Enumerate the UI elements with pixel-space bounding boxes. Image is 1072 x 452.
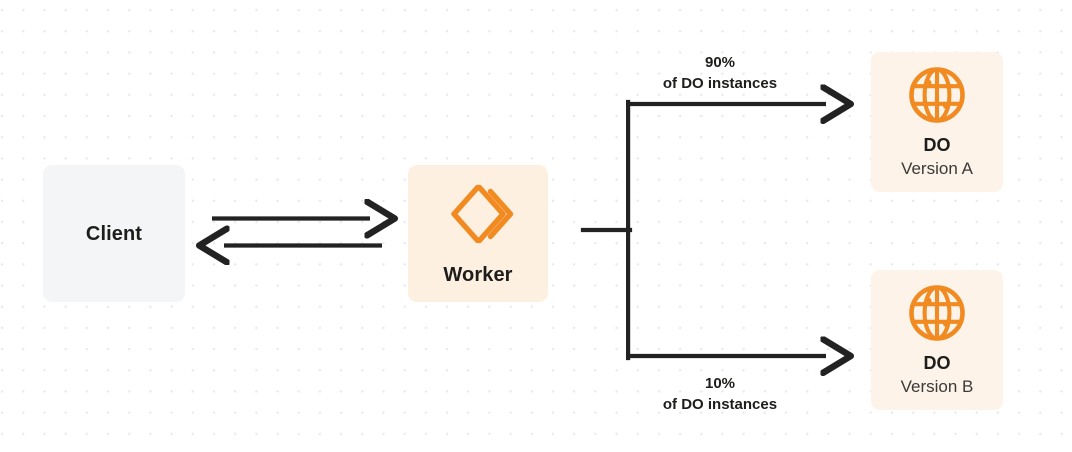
node-worker-label: Worker (443, 263, 513, 286)
edge-label-do-b-percent: 10% (704, 375, 736, 392)
edge-label-do-a-percent: 90% (704, 54, 736, 71)
node-client-label: Client (85, 222, 143, 245)
edge-label-do-b: 10% of DO instances (596, 373, 844, 416)
edge-label-do-a-detail: of DO instances (662, 75, 778, 93)
cloudflare-workers-icon (442, 181, 514, 247)
node-do-a-label: DO (923, 135, 951, 156)
edge-label-do-b-detail: of DO instances (662, 396, 778, 414)
node-do-b-label: DO (923, 353, 951, 374)
durable-object-globe-icon (907, 65, 967, 125)
node-worker[interactable]: Worker (408, 165, 548, 302)
edge-label-do-a: 90% of DO instances (596, 52, 844, 95)
node-do-version-b[interactable]: DO Version B (871, 270, 1003, 410)
node-client[interactable]: Client (43, 165, 185, 302)
node-do-version-a[interactable]: DO Version A (871, 52, 1003, 192)
durable-object-globe-icon (907, 283, 967, 343)
node-do-b-version: Version B (900, 376, 974, 396)
node-do-a-version: Version A (901, 158, 973, 178)
